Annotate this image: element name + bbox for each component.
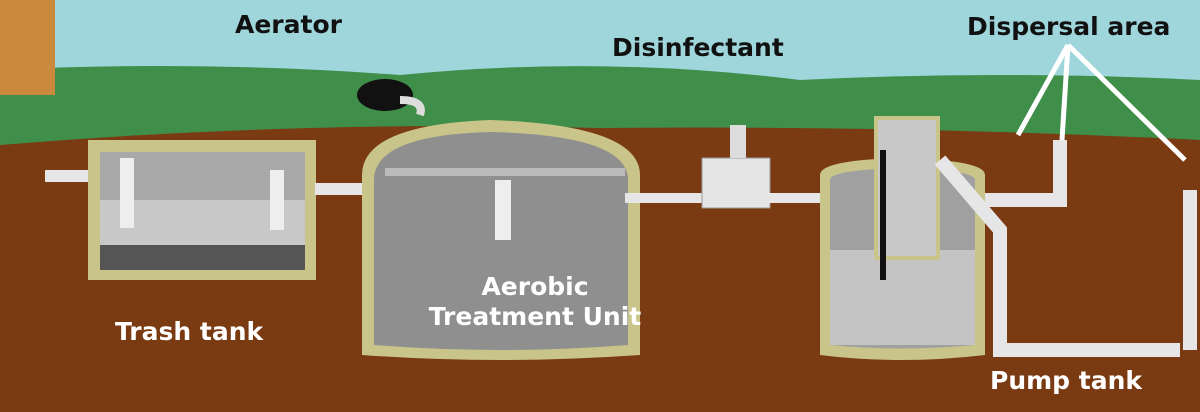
aerobic-unit-label-line2: Treatment Unit	[428, 302, 642, 331]
disinfectant-label: Disinfectant	[612, 33, 784, 62]
trash-tank	[88, 140, 316, 280]
disinfectant-unit	[701, 125, 771, 209]
dispersal-pipes	[934, 140, 1197, 357]
house	[0, 0, 55, 95]
pointer-lines	[1015, 43, 1187, 162]
pipe-trash-to-atu	[315, 183, 370, 195]
pipe-to-pump-tank	[768, 193, 828, 203]
pump-tank-label: Pump tank	[990, 366, 1143, 395]
aerobic-treatment-unit	[362, 120, 640, 360]
pipe-atu-to-disinfectant	[625, 193, 705, 203]
trash-tank-label: Trash tank	[115, 317, 264, 346]
aerobic-unit-label: Aerobic Treatment Unit	[420, 272, 650, 332]
aerobic-unit-label-line1: Aerobic	[481, 272, 589, 301]
aerator-label: Aerator	[235, 10, 342, 39]
aerator-device	[357, 79, 425, 117]
pump-tank	[820, 116, 985, 360]
inlet-pipe	[45, 170, 95, 182]
dispersal-area-label: Dispersal area	[967, 12, 1171, 41]
